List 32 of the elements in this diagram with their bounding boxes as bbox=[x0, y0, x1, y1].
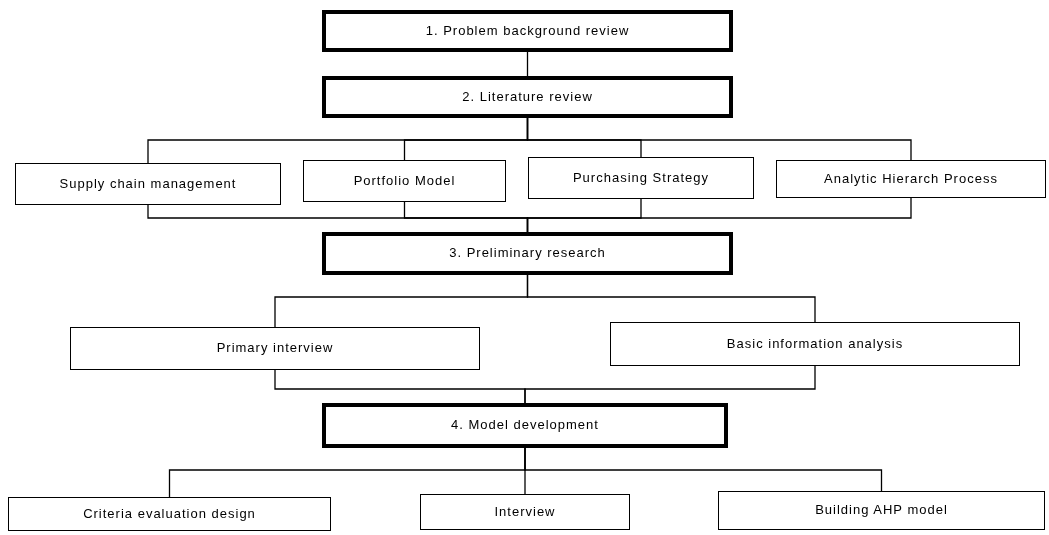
process-box bbox=[322, 76, 733, 118]
box-label: Interview bbox=[494, 504, 556, 520]
box-label: Purchasing Strategy bbox=[572, 170, 710, 186]
connector-line bbox=[524, 447, 883, 492]
box-label: 4. Model development bbox=[451, 418, 599, 433]
process-box bbox=[528, 157, 754, 199]
process-box bbox=[15, 163, 281, 205]
box-label: 3. Preliminary research bbox=[449, 246, 606, 261]
process-box bbox=[70, 327, 480, 370]
process-box bbox=[8, 497, 331, 531]
process-box bbox=[303, 160, 506, 202]
process-box bbox=[776, 160, 1046, 198]
box-label: Analytic Hierarch Process bbox=[824, 171, 998, 187]
box-label: 1. Problem background review bbox=[425, 23, 630, 39]
process-box bbox=[718, 491, 1045, 530]
connector-line bbox=[526, 197, 912, 233]
process-box bbox=[610, 322, 1020, 366]
process-box bbox=[322, 403, 728, 448]
connector-line bbox=[526, 274, 816, 323]
connector-line bbox=[526, 51, 529, 77]
box-label: 2. Literature review bbox=[462, 89, 593, 105]
process-box bbox=[322, 232, 733, 275]
box-label: Building AHP model bbox=[815, 503, 948, 518]
connector-line bbox=[526, 117, 912, 161]
process-box bbox=[420, 494, 630, 530]
box-label: Basic information analysis bbox=[726, 336, 904, 352]
box-label: Portfolio Model bbox=[353, 173, 456, 189]
connector-line bbox=[524, 365, 816, 404]
box-label: Criteria evaluation design bbox=[83, 506, 256, 522]
box-label: Primary interview bbox=[216, 341, 334, 356]
box-label: Supply chain management bbox=[59, 176, 237, 192]
process-box bbox=[322, 10, 733, 52]
